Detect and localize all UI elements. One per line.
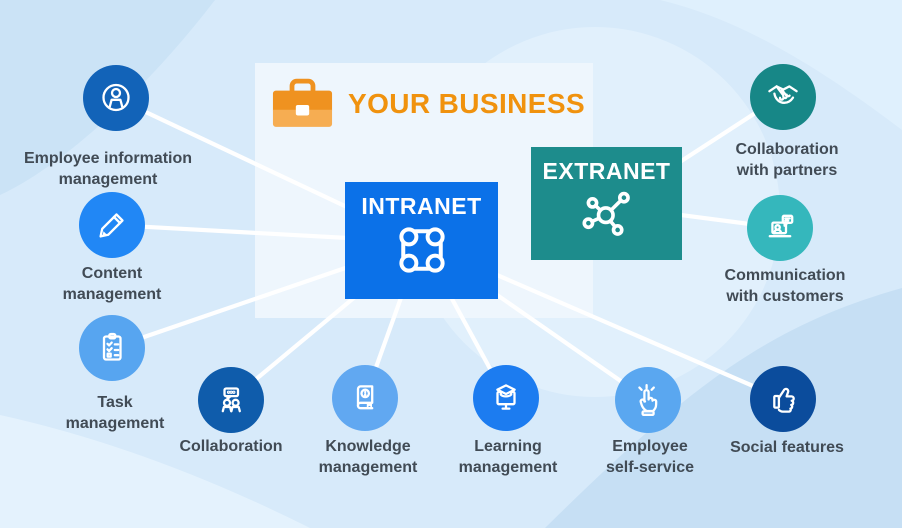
feature-circle-social bbox=[750, 366, 816, 432]
intranet-hub-icon bbox=[398, 227, 445, 273]
intranet-box: INTRANET bbox=[345, 182, 498, 299]
feature-circle-employee-information bbox=[83, 65, 149, 131]
page-title: YOUR BUSINESS bbox=[348, 88, 586, 119]
checklist-clipboard-icon bbox=[102, 332, 122, 361]
extranet-network-icon bbox=[581, 191, 630, 236]
pencil-icon bbox=[99, 213, 124, 238]
extranet-label: EXTRANET bbox=[542, 158, 671, 184]
thumbs-up-icon bbox=[773, 387, 795, 413]
feature-label-collaboration: Collaboration bbox=[179, 438, 283, 455]
handshake-icon bbox=[768, 85, 798, 104]
feature-label-social: Social features bbox=[730, 439, 844, 456]
feature-circle-partners bbox=[750, 64, 816, 130]
chat-people-icon bbox=[221, 387, 241, 413]
feature-circle-knowledge bbox=[332, 365, 398, 431]
book-info-icon bbox=[356, 385, 374, 410]
user-icon bbox=[102, 83, 130, 112]
feature-circle-collaboration bbox=[198, 367, 264, 433]
briefcase-icon bbox=[272, 78, 333, 127]
feature-circle-content bbox=[79, 192, 145, 258]
header: YOUR BUSINESS bbox=[272, 78, 585, 130]
feature-circle-learning bbox=[473, 365, 539, 431]
hand-click-icon bbox=[638, 384, 658, 416]
monitor-graduation-icon bbox=[496, 384, 516, 410]
intranet-label: INTRANET bbox=[361, 193, 482, 219]
feature-circle-customers bbox=[747, 195, 813, 261]
feature-circle-task bbox=[79, 315, 145, 381]
laptop-chat-icon bbox=[768, 214, 794, 238]
feature-circle-self-service bbox=[615, 367, 681, 433]
extranet-box: EXTRANET bbox=[531, 147, 682, 260]
